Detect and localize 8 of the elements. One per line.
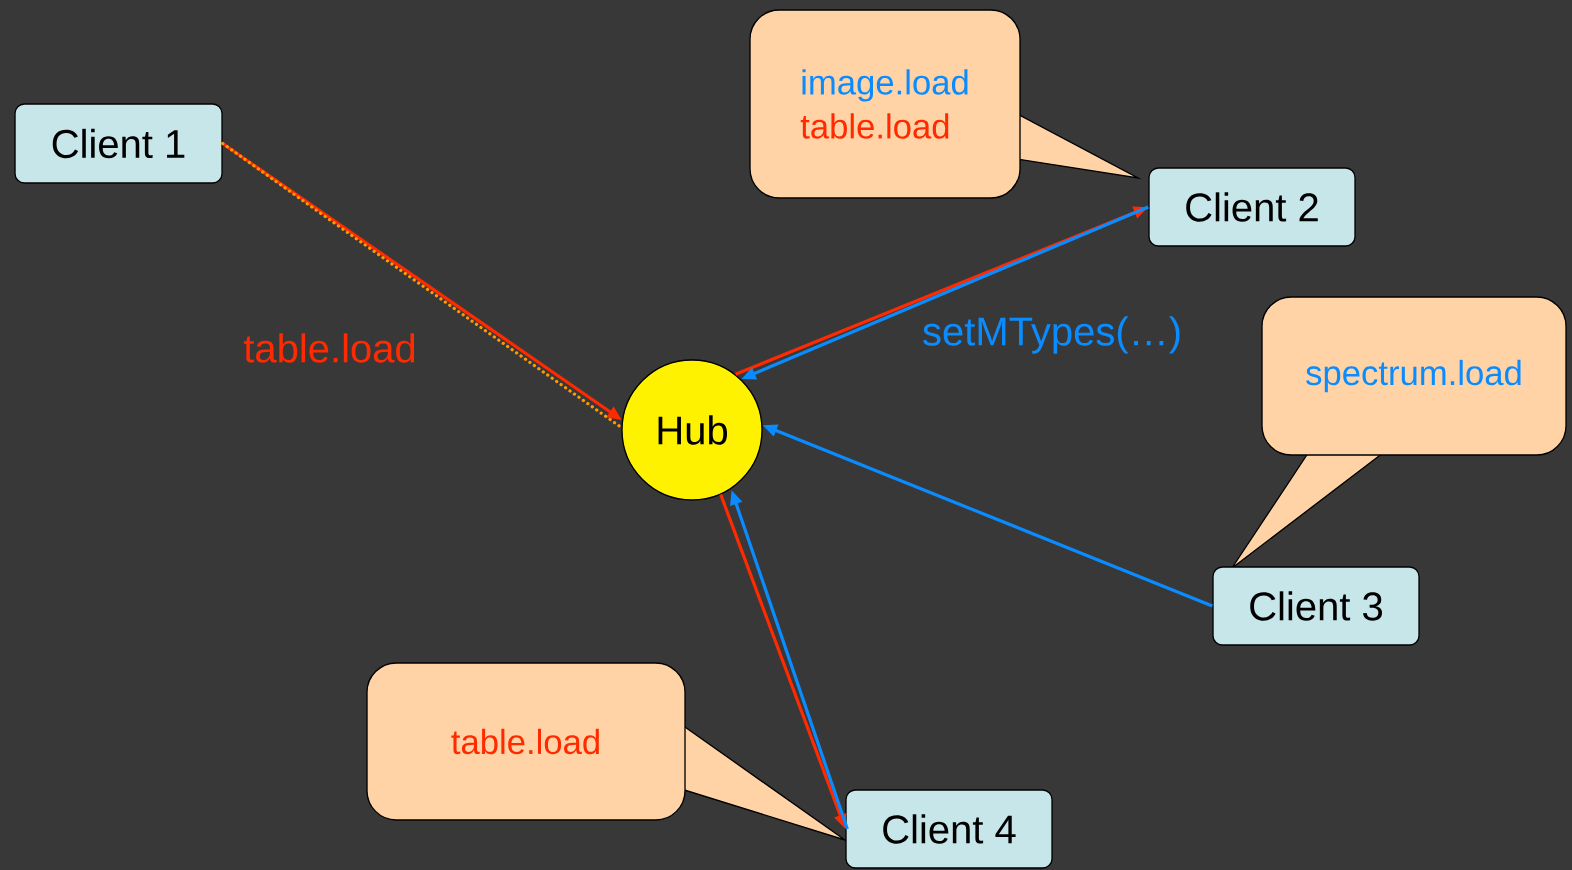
client-box: Client 2	[1148, 167, 1356, 247]
edge-label: setMTypes(…)	[923, 316, 1180, 354]
edge-label: table.load	[243, 333, 415, 363]
speech-bubble: table.load	[366, 662, 849, 842]
client-box: Client 1	[14, 103, 223, 184]
speech-bubble: image.load table.load	[749, 9, 1142, 199]
client-box: Client 4	[845, 789, 1053, 869]
client-box: Client 3	[1212, 566, 1420, 646]
